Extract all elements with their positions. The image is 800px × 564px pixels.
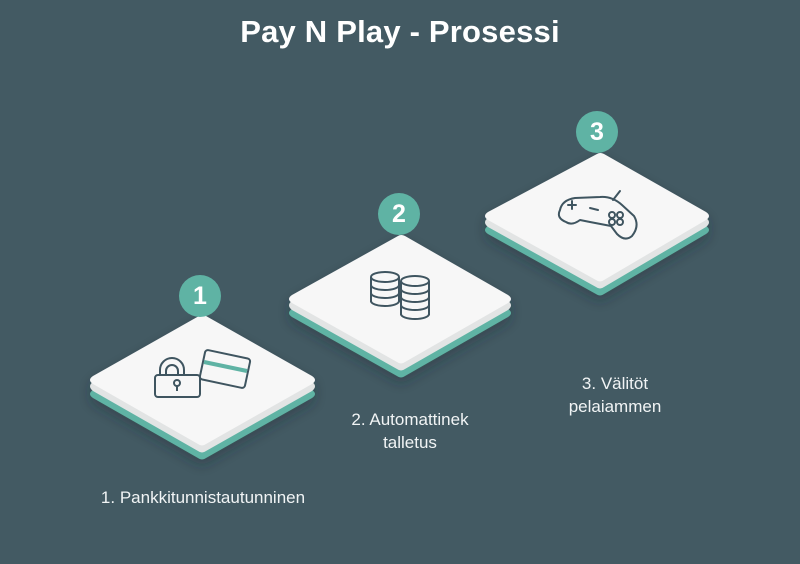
step-3-badge: 3 bbox=[576, 111, 618, 153]
step-3-label-line1: 3. Välitöt bbox=[581, 374, 649, 393]
step-1-tile bbox=[90, 315, 315, 460]
step-2-label-line2: talletus bbox=[383, 433, 437, 452]
page-title: Pay N Play - Prosessi bbox=[240, 14, 560, 49]
lock-and-card-icon bbox=[154, 349, 252, 398]
step-1-label-line1: 1. Pankkitunnistautunninen bbox=[100, 488, 306, 507]
step-3-tile bbox=[485, 153, 709, 296]
step-3-label: 3. Välitöt pelaiammen bbox=[550, 372, 680, 418]
game-controller-icon bbox=[557, 190, 638, 240]
step-1-label: 1. Pankkitunnistautunninen bbox=[83, 486, 323, 509]
step-2-label-line1: 2. Automattinek bbox=[351, 410, 469, 429]
step-2-label: 2. Automattinek talletus bbox=[330, 408, 490, 454]
step-2-badge: 2 bbox=[378, 193, 420, 235]
coin-stacks-icon bbox=[370, 271, 430, 320]
step-3-label-line2: pelaiammen bbox=[568, 397, 662, 416]
step-1-badge: 1 bbox=[179, 275, 221, 317]
